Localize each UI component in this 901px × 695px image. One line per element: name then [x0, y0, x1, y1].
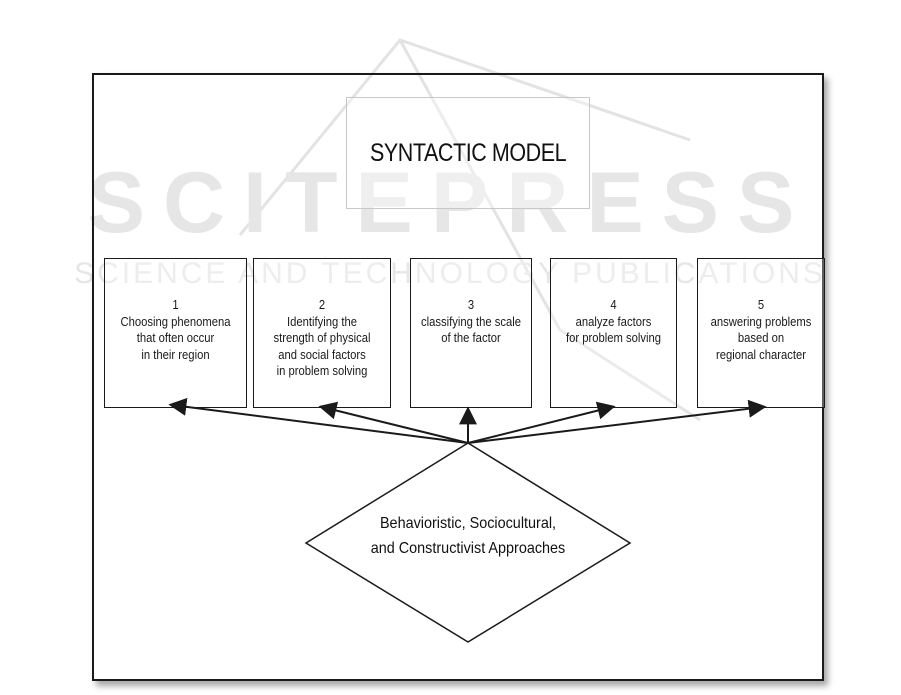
- step-number: 3: [467, 298, 475, 312]
- step-number: 1: [172, 298, 179, 312]
- step-text: of the factor: [441, 331, 501, 345]
- step-text: that often occur: [136, 331, 215, 345]
- step-text: in their region: [141, 347, 210, 362]
- step-number: 5: [757, 298, 765, 312]
- arrow-to-step-5: [467, 399, 767, 444]
- step-text: analyze factors: [575, 314, 652, 329]
- step-box-3: 3 classifying the scale of the factor: [410, 258, 532, 408]
- step-text: in problem solving: [276, 364, 368, 378]
- step-text: regional character: [715, 347, 807, 362]
- step-text: Identifying the: [286, 314, 358, 329]
- approach-label: Behavioristic, Sociocultural, and Constr…: [340, 511, 596, 561]
- step-text: strength of physical: [273, 331, 371, 345]
- approach-diamond: [304, 442, 632, 643]
- step-box-4: 4 analyze factors for problem solving: [550, 258, 677, 408]
- step-number: 2: [318, 298, 326, 312]
- step-box-5: 5 answering problems based on regional c…: [697, 258, 825, 408]
- diagram-frame: [92, 73, 824, 681]
- step-text: based on: [737, 331, 785, 345]
- step-number: 4: [610, 298, 617, 312]
- approach-line-1: Behavioristic, Sociocultural,: [379, 515, 557, 532]
- step-text: classifying the scale: [420, 314, 522, 329]
- step-box-2: 2 Identifying the strength of physical a…: [253, 258, 391, 408]
- arrow-to-step-1: [168, 397, 469, 444]
- title-box: SYNTACTIC MODEL: [346, 97, 590, 209]
- step-text: for problem solving: [565, 331, 662, 345]
- step-text: and social factors: [278, 347, 366, 362]
- step-text: Choosing phenomena: [120, 314, 231, 329]
- step-text: answering problems: [710, 314, 812, 329]
- arrow-to-step-4: [467, 401, 616, 444]
- approach-line-2: and Constructivist Approaches: [370, 540, 566, 557]
- arrow-to-step-2: [318, 401, 469, 444]
- step-box-1: 1 Choosing phenomena that often occur in…: [104, 258, 247, 408]
- diagram-title: SYNTACTIC MODEL: [369, 138, 567, 167]
